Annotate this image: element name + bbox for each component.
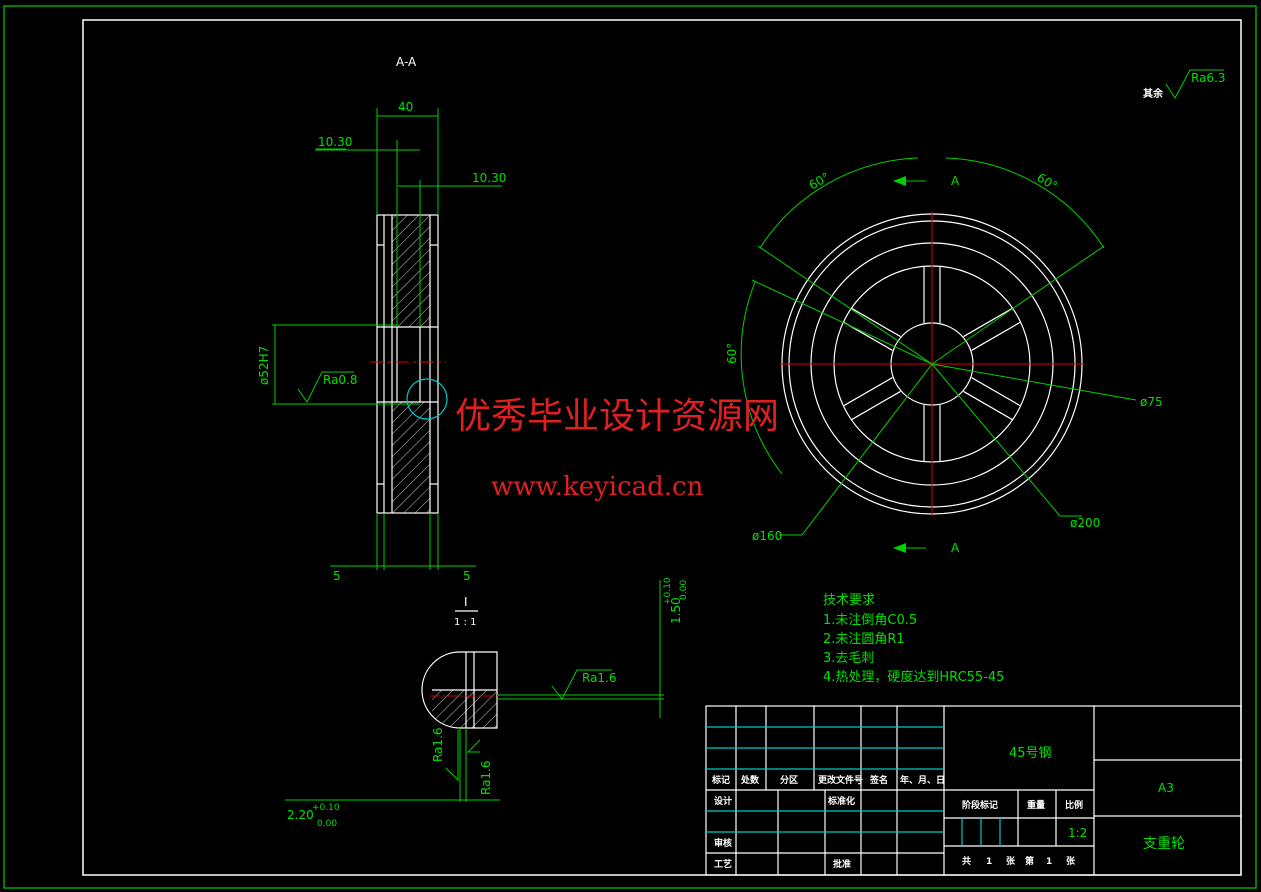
roughness-right: Ra1.6 — [582, 671, 617, 685]
process-label: 工艺 — [714, 858, 732, 870]
wheel-spoke-edge — [850, 307, 901, 338]
dim-height-base: 1.50 — [669, 597, 683, 624]
total-value: 1 — [986, 857, 992, 867]
section-mark-top: A — [951, 174, 960, 188]
paper-size: A3 — [1158, 781, 1174, 795]
approve-label: 批准 — [833, 858, 851, 870]
surface-finish-note: 其余 Ra6.3 — [1143, 69, 1226, 100]
surface-finish-label: 其余 — [1143, 87, 1164, 100]
detail-label: I — [464, 595, 468, 609]
dim-left-offset: 10.30 — [318, 135, 352, 149]
outer-frame — [3, 5, 1257, 889]
tech-req-item: 4.热处理，硬度达到HRC55-45 — [823, 669, 1004, 685]
header-count: 处数 — [740, 774, 760, 786]
review-label: 审核 — [714, 837, 732, 849]
stage-mark-label: 阶段标记 — [962, 799, 998, 811]
dim-width-40: 40 — [398, 100, 413, 114]
header-date: 年、月、日 — [900, 774, 945, 786]
tech-req-title: 技术要求 — [823, 593, 875, 608]
section-title: A-A — [396, 55, 417, 69]
dim-bore: ø52H7 — [257, 346, 271, 385]
scale-value: 1:2 — [1068, 826, 1087, 840]
dim-bottom-right: 5 — [463, 569, 471, 583]
tech-req-item: 1.未注倒角C0.5 — [823, 613, 917, 628]
wheel-spoke-edge — [971, 321, 1022, 351]
roughness-left-1: Ra1.6 — [431, 727, 445, 762]
roughness-left-2: Ra1.6 — [479, 760, 493, 795]
angle-60-left: 60° — [725, 343, 739, 364]
dim-depth-base: 2.20 — [287, 808, 314, 822]
tech-req-item: 2.未注圆角R1 — [823, 632, 905, 647]
wheel-spoke-edge — [963, 390, 1014, 421]
surface-finish-value: Ra6.3 — [1191, 71, 1226, 85]
section-mark-bottom: A — [951, 541, 960, 555]
watermark-line-1: 优秀毕业设计资源网 — [455, 396, 779, 437]
dim-d200: ø200 — [1070, 516, 1100, 530]
roughness-bore: Ra0.8 — [323, 373, 358, 387]
title-block: 45号钢 A3 支重轮 1:2 标记 处数 分区 更改文件号 签名 年、月、日 … — [705, 705, 1242, 876]
page-label: 第 — [1025, 855, 1034, 867]
watermark-line-2: www.keyicad.cn — [491, 472, 704, 502]
detail-marker-circle — [406, 378, 448, 420]
front-view: 60° 60° 60° A A ø75 ø160 ø200 — [725, 157, 1163, 555]
tech-req-item: 3.去毛刺 — [823, 651, 874, 666]
total-label: 共 — [962, 855, 971, 867]
page-value: 1 — [1046, 857, 1052, 867]
dim-height-tol-lower: 0.00 — [679, 580, 689, 600]
dim-depth-tol-upper: +0.10 — [312, 803, 340, 813]
header-mark: 标记 — [711, 774, 730, 786]
dim-height-tol-upper: +0.10 — [663, 577, 673, 605]
ratio-label: 比例 — [1065, 799, 1083, 811]
wheel-spoke-edge — [842, 377, 893, 407]
weight-label: 重量 — [1027, 799, 1045, 811]
angle-60-top-right: 60° — [1035, 170, 1060, 193]
material: 45号钢 — [1009, 746, 1052, 761]
wheel-spoke-edge — [850, 390, 901, 421]
sheet-label: 张 — [1006, 855, 1016, 867]
wheel-spoke-edge — [971, 377, 1022, 407]
technical-requirements: 技术要求 1.未注倒角C0.5 2.未注圆角R1 3.去毛刺 4.热处理，硬度达… — [823, 593, 1004, 685]
page-suffix: 张 — [1066, 855, 1076, 867]
header-change-doc: 更改文件号 — [818, 774, 863, 786]
header-signature: 签名 — [869, 774, 888, 786]
angle-60-top-left: 60° — [807, 170, 832, 193]
standardize-label: 标准化 — [827, 795, 855, 807]
detail-view: I 1 : 1 Ra1.6 1.50 +0.10 0.00 Ra1.6 Ra1.… — [285, 577, 689, 829]
dim-depth-tol-lower: 0.00 — [317, 819, 337, 829]
inner-frame — [82, 19, 1242, 876]
dim-right-offset: 10.30 — [472, 171, 506, 185]
part-name: 支重轮 — [1143, 836, 1185, 852]
dim-d160: ø160 — [752, 529, 782, 543]
design-label: 设计 — [714, 795, 732, 807]
section-view: A-A 40 10.30 10.30 — [257, 55, 506, 583]
detail-scale: 1 : 1 — [454, 617, 476, 628]
header-zone: 分区 — [780, 774, 798, 786]
dim-d75: ø75 — [1140, 395, 1163, 409]
dim-bottom-left: 5 — [333, 569, 341, 583]
wheel-spoke-edge — [963, 307, 1014, 338]
